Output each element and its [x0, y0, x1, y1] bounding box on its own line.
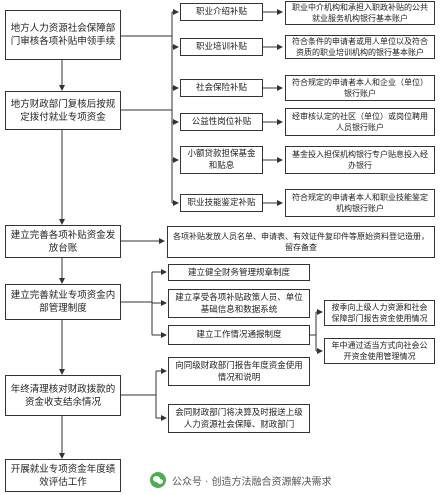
desc-public-welfare-post: 经审核认定的社区（单位）或岗位聘用人员银行账户: [285, 108, 435, 136]
desc-job-training: 符合条件的申请者或用人单位以及符合资质的职业培训机构的银行基本账户: [285, 35, 435, 59]
footer-watermark: 公众号 · 创造方法融合资源解决需求: [150, 469, 440, 491]
step-disburse-funds: 地方财政部门复核后按规定拨付就业专项资金: [5, 91, 121, 130]
subsidy-skill-appraisal: 职业技能鉴定补贴: [180, 194, 263, 212]
desc-social-insurance: 符合规定的申请者本人和企业（单位）银行账户: [285, 75, 435, 101]
step-ledger: 建立完善各项补贴资金发放台账: [5, 225, 121, 258]
footer-text: 公众号 · 创造方法融合资源解决需求: [172, 476, 332, 488]
subsidy-job-referral: 职业介绍补贴: [180, 3, 263, 21]
step-review-applications: 地方人力资源社会保障部门审核各项补贴申领手续: [5, 10, 121, 60]
step-internal-management: 建立完善就业专项资金内部管理制度: [5, 284, 121, 320]
report-mid-year-public: 年中通过适当方式向社会公开资金使用管理情况: [324, 338, 435, 364]
step-year-end-reconcile: 年终清理核对财政拨款的资金收支结余情况: [5, 375, 121, 416]
desc-small-loan-guarantee: 基金投入担保机构银行专户贴息投入经办银行: [285, 146, 435, 174]
mgmt-info-system: 建立享受各项补贴政策人员、单位基础信息和数据系统: [168, 289, 310, 318]
subsidy-public-welfare-post: 公益性岗位补贴: [180, 113, 263, 131]
desc-job-referral: 职业中介机构和承担入职政补贴的公共就业服务机构银行基本账户: [285, 1, 435, 25]
subsidy-social-insurance: 社会保险补贴: [180, 79, 263, 97]
subsidy-small-loan-guarantee: 小额贷款担保基金和贴息: [180, 146, 263, 174]
desc-ledger: 各项补贴发放人员名单、申请表、有效证件复印件等原始资料登记造册，留存备查: [167, 226, 435, 258]
mgmt-reporting-system: 建立工作情况通报制度: [168, 325, 310, 345]
subsidy-job-training: 职业培训补贴: [180, 38, 263, 56]
yearend-report-finance: 向同级财政部门报告年度资金使用情况和说明: [168, 357, 310, 386]
mgmt-finance-rules: 建立健全财务管理规章制度: [168, 264, 310, 281]
desc-skill-appraisal: 符合规定的申请者本人和职业技能鉴定机构银行账户: [285, 189, 435, 217]
wechat-icon: [150, 472, 166, 488]
report-quarterly: 按季向上级人力资源和社会保障部门报告资金使用情况: [324, 300, 435, 326]
yearend-final-accounts: 会同财政部门将决算及时报送上级人力资源社会保障、财政部门: [168, 404, 310, 433]
step-performance-evaluation: 开展就业专项资金年度绩效评估工作: [5, 459, 121, 492]
